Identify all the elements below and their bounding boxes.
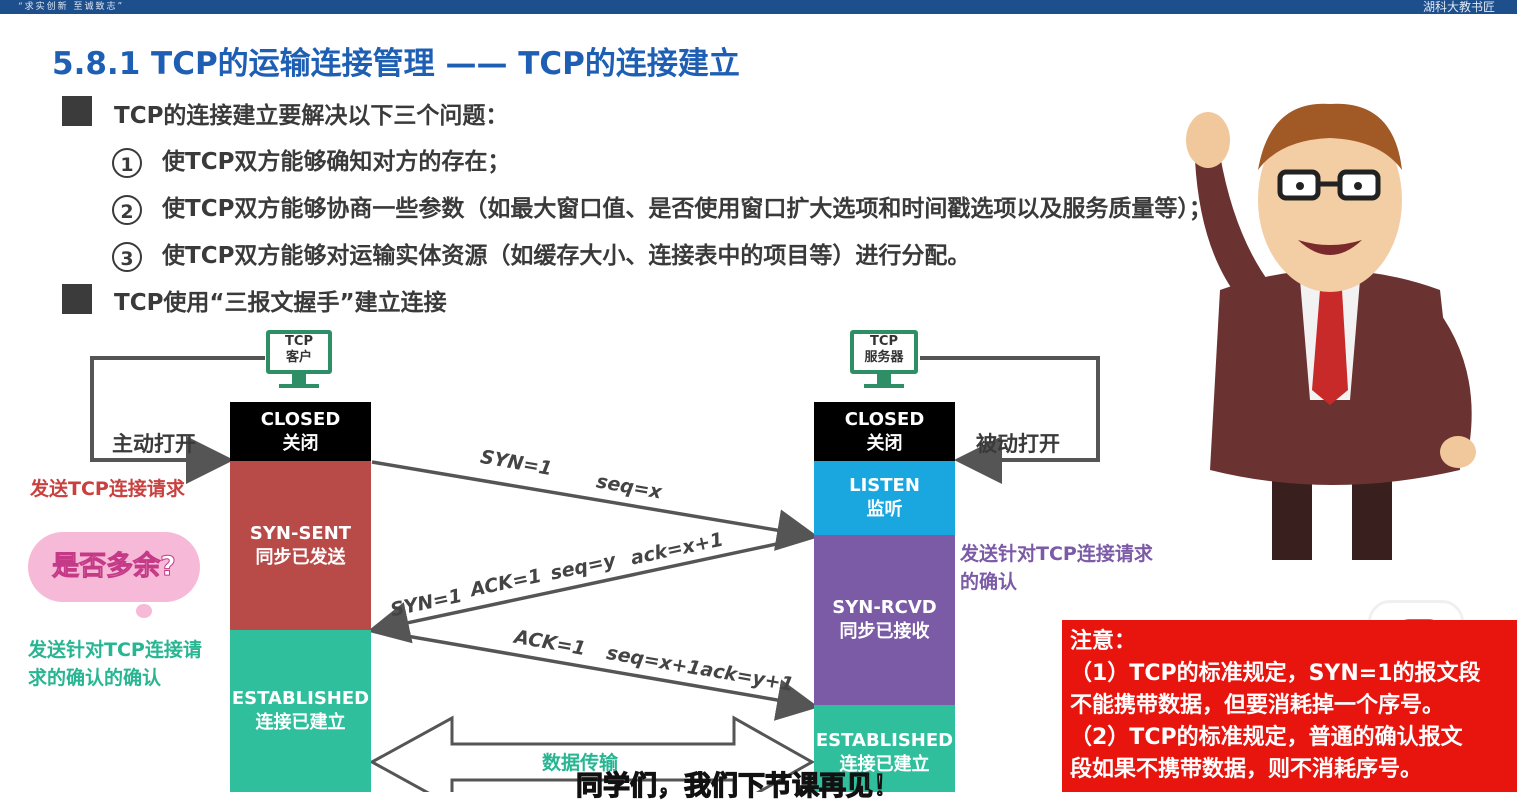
client-note-ack-of-ack: 发送针对TCP连接请 求的确认的确认 <box>28 636 202 692</box>
circled-number: 3 <box>112 241 142 272</box>
state-en: SYN-SENT <box>249 522 352 544</box>
data-transfer-arrow <box>368 715 816 792</box>
client-state-closed: CLOSED 关闭 <box>230 402 371 461</box>
list-item-text: 使TCP双方能够确知对方的存在； <box>162 149 511 175</box>
state-zh: 同步已发送 <box>255 546 346 568</box>
list-item-text: 使TCP双方能够协商一些参数（如最大窗口值、是否使用窗口扩大选项和时间戳选项以及… <box>162 196 1212 222</box>
slide-title: 5.8.1 TCP的运输连接管理 —— TCP的连接建立 <box>52 46 740 82</box>
server-base <box>864 384 904 388</box>
state-en: CLOSED <box>844 408 925 430</box>
tcp-server-host: TCP 服务器 <box>850 330 918 374</box>
server-note-ack: 发送针对TCP连接请求 的确认 <box>960 540 1153 596</box>
institution-watermark: 湖科大教书匠 <box>1422 0 1495 14</box>
client-state-established: ESTABLISHED 连接已建立 <box>230 630 371 792</box>
server-note-line: 发送针对TCP连接请求 <box>960 543 1153 565</box>
note-line: （1）TCP的标准规定，SYN=1的报文段 <box>1070 661 1481 686</box>
video-subtitle: 同学们，我们下节课再见！ <box>575 770 900 802</box>
client-label-2: 客户 <box>285 350 312 365</box>
state-en: CLOSED <box>260 408 341 430</box>
bullet-square-icon <box>62 284 92 314</box>
server-state-closed: CLOSED 关闭 <box>814 402 955 461</box>
state-en: SYN-RCVD <box>832 597 937 618</box>
circled-number: 2 <box>112 194 142 225</box>
bullet-heading-2: TCP使用“三报文握手”建立连接 <box>114 290 447 316</box>
state-zh: 关闭 <box>282 432 319 454</box>
server-state-syn-rcvd: SYN-RCVD 同步已接收 <box>814 535 955 705</box>
state-en: ESTABLISHED <box>815 730 954 751</box>
list-item: 1 使TCP双方能够确知对方的存在； <box>112 142 510 178</box>
list-item-text: 使TCP双方能够对运输实体资源（如缓存大小、连接表中的项目等）进行分配。 <box>162 243 971 269</box>
state-zh: 关闭 <box>866 432 903 454</box>
client-note-ack-of-ack-line: 发送针对TCP连接请 <box>28 639 202 661</box>
client-state-syn-sent: SYN-SENT 同步已发送 <box>230 461 371 630</box>
top-banner <box>0 0 1517 14</box>
client-note-ack-of-ack-line: 求的确认的确认 <box>28 667 162 689</box>
server-state-listen: LISTEN 监听 <box>814 461 955 535</box>
syn-arrow <box>371 460 819 551</box>
teacher-cartoon-icon <box>1186 103 1476 560</box>
server-stand <box>877 374 891 384</box>
data-transfer-label: 数据传输 <box>542 752 619 774</box>
server-state-established: ESTABLISHED 连接已建立 <box>814 705 955 792</box>
client-base <box>279 384 319 388</box>
note-line: （2）TCP的标准规定，普通的确认报文 <box>1070 725 1463 750</box>
state-en: LISTEN <box>849 475 920 496</box>
bubble-dot <box>136 604 152 618</box>
bullet-square-icon <box>62 96 92 126</box>
state-zh: 同步已接收 <box>839 621 930 642</box>
server-note-line: 的确认 <box>960 571 1018 593</box>
motto-text: “求实创新 至诚致志” <box>18 2 125 12</box>
client-note-send-request: 发送TCP连接请求 <box>30 478 185 500</box>
bullet-heading-1: TCP的连接建立要解决以下三个问题： <box>114 103 509 129</box>
server-open-arrow <box>920 356 1100 484</box>
question-bubble <box>28 532 200 602</box>
state-en: ESTABLISHED <box>231 688 370 709</box>
client-stand <box>292 374 306 384</box>
note-heading: 注意： <box>1070 629 1137 654</box>
ack-arrow <box>371 628 819 721</box>
state-zh: 连接已建立 <box>255 712 346 733</box>
circled-number: 1 <box>112 147 142 178</box>
list-item: 3 使TCP双方能够对运输实体资源（如缓存大小、连接表中的项目等）进行分配。 <box>112 236 970 272</box>
server-label-1: TCP <box>870 334 898 349</box>
state-zh: 监听 <box>866 499 903 520</box>
client-open-arrow <box>90 356 265 484</box>
client-label-1: TCP <box>285 334 313 349</box>
passive-open-label: 被动打开 <box>976 432 1060 456</box>
note-line: 段如果不携带数据，则不消耗序号。 <box>1070 757 1423 782</box>
state-zh: 连接已建立 <box>839 754 930 775</box>
question-bubble-text: 是否多余? <box>52 551 177 583</box>
list-item: 2 使TCP双方能够协商一些参数（如最大窗口值、是否使用窗口扩大选项和时间戳选项以… <box>112 189 1212 225</box>
server-label-2: 服务器 <box>864 350 904 365</box>
note-line: 不能携带数据，但要消耗掉一个序号。 <box>1070 693 1445 718</box>
note-box: 注意： （1）TCP的标准规定，SYN=1的报文段 不能携带数据，但要消耗掉一个… <box>1062 620 1517 792</box>
syn-ack-arrow <box>367 534 815 644</box>
active-open-label: 主动打开 <box>112 432 196 456</box>
tcp-client-host: TCP 客户 <box>266 330 332 374</box>
